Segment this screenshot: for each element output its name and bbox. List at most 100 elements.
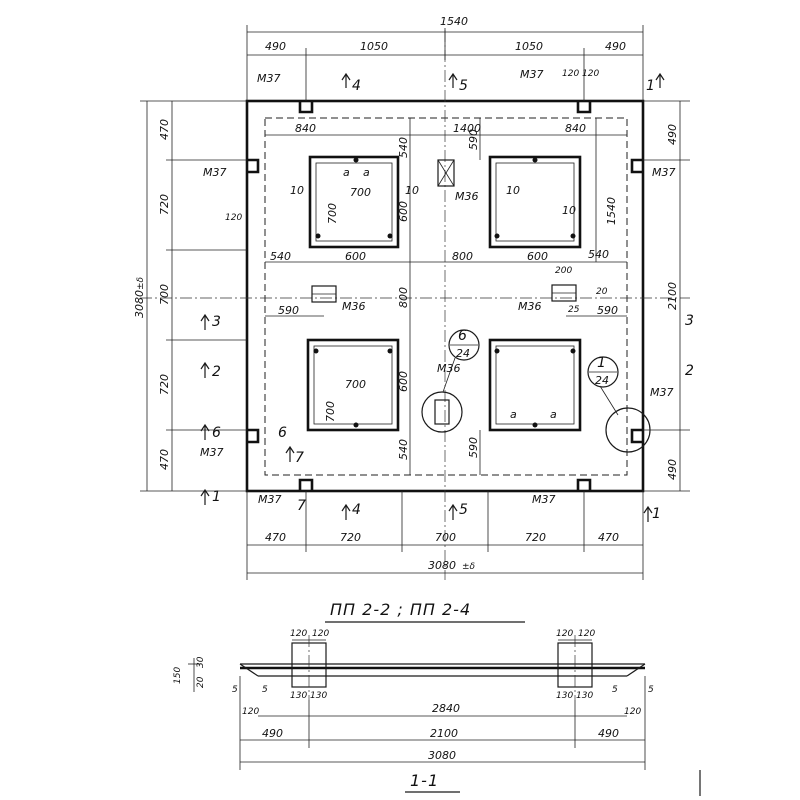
dim-top-490-left: 490 (265, 40, 286, 53)
dim-left-720-b: 720 (158, 374, 171, 395)
plan-labels: 1540 490 1050 1050 490 М37 М37 120 120 4… (200, 15, 694, 572)
dim-top-1050-left: 1050 (360, 40, 388, 53)
inner-rotated-labels: 540 590 600 700 800 600 700 540 590 (324, 129, 480, 460)
dim-1400-center: 1400 (453, 122, 481, 135)
mark-m37-bottom-left: М37 (258, 493, 282, 506)
dim-right-2100: 2100 (666, 282, 679, 310)
mark-m37-top-left: М37 (257, 72, 281, 85)
svg-text:120: 120 (556, 629, 573, 639)
edge-notches (247, 101, 643, 491)
dim-590-d: 590 (467, 437, 480, 458)
svg-text:120: 120 (312, 629, 329, 639)
callout-2-bottom: 24 (595, 374, 609, 387)
dim-left-700: 700 (158, 284, 171, 305)
section-mark-1-bottom: 1 (652, 506, 661, 522)
dim-700-tl-v: 700 (326, 203, 339, 224)
section-mark-7-top: 7 (295, 450, 304, 466)
dim-600-b: 600 (527, 250, 548, 263)
dim-bottom-470-b: 470 (598, 531, 619, 544)
dim-700-bl-v: 700 (324, 401, 337, 422)
section-title: 1-1 (410, 771, 439, 790)
svg-text:20: 20 (196, 676, 206, 688)
section-labels: 120 120 120 120 130 130 130 130 5 5 5 5 … (173, 629, 654, 762)
dim-top-total: 1540 (440, 15, 468, 28)
svg-text:120: 120 (624, 707, 641, 717)
dim-right-490-a: 490 (666, 124, 679, 145)
section-mark-1-top: 1 (646, 78, 655, 94)
mark-a-4: a (550, 408, 557, 421)
dim-540-b: 540 (588, 248, 609, 261)
mark-m36-right: М36 (518, 300, 542, 313)
embedded-part-m36-right (551, 284, 577, 302)
dim-left-total-symbol: ±δ (136, 276, 146, 290)
mark-a-3: a (510, 408, 517, 421)
dim-590-left: 590 (278, 304, 299, 317)
dim-bottom-720-b: 720 (525, 531, 546, 544)
dim-600-c: 600 (397, 201, 410, 222)
dim-700-tl-h: 700 (350, 186, 371, 199)
mark-a-2: a (363, 166, 370, 179)
dim-20: 20 (596, 287, 608, 297)
svg-text:5: 5 (612, 685, 618, 695)
dim-120-top-b: 120 (582, 69, 599, 79)
svg-text:130: 130 (310, 691, 327, 701)
svg-text:120: 120 (290, 629, 307, 639)
dim-120-top-a: 120 (562, 69, 579, 79)
svg-text:150: 150 (173, 667, 183, 684)
dim-10-tl-a: 10 (290, 184, 304, 197)
section-mark-7-bottom: 7 (297, 498, 306, 514)
dim-800-center: 800 (452, 250, 473, 263)
dim-10-tr-b: 10 (562, 204, 576, 217)
embedded-part-m36-top (437, 159, 455, 187)
mark-m36-center: М36 (455, 190, 479, 203)
dim-bottom-720-a: 720 (340, 531, 361, 544)
dim-800-v: 800 (397, 287, 410, 308)
inner-dimension-lines (265, 118, 627, 475)
svg-text:490: 490 (262, 727, 283, 740)
svg-text:5: 5 (232, 685, 238, 695)
mark-m36-left: М36 (342, 300, 366, 313)
svg-text:130: 130 (290, 691, 307, 701)
dim-top-490-right: 490 (605, 40, 626, 53)
svg-text:130: 130 (576, 691, 593, 701)
mark-m37-right-top: М37 (652, 166, 676, 179)
svg-text:490: 490 (598, 727, 619, 740)
dim-right-1540: 1540 (605, 197, 618, 225)
dim-840-left: 840 (295, 122, 316, 135)
dim-bottom-total-symbol: ±δ (462, 562, 476, 572)
callout-1-bottom: 24 (456, 347, 470, 360)
embedded-part-m36-bottom (421, 391, 463, 433)
svg-text:2100: 2100 (430, 727, 458, 740)
dim-840-right: 840 (565, 122, 586, 135)
section-mark-5-bottom: 5 (459, 502, 468, 518)
embedded-part-m36-left (311, 285, 337, 303)
dim-left-470-b: 470 (158, 449, 171, 470)
callout-6-24 (442, 329, 480, 393)
section-mark-4-top: 4 (352, 78, 361, 94)
dim-left-720-a: 720 (158, 194, 171, 215)
callout-1-top: 6 (458, 328, 467, 344)
opening-top-right (488, 155, 582, 249)
dim-right-490-b: 490 (666, 459, 679, 480)
callout-2-top: 1 (597, 355, 606, 371)
section-view (188, 621, 701, 796)
dim-bottom-700: 700 (435, 531, 456, 544)
dim-left-total: 3080 (133, 290, 146, 318)
dim-25: 25 (568, 305, 580, 315)
dim-120-left: 120 (225, 213, 242, 223)
section-mark-3-left: 3 (212, 314, 221, 330)
slab-inner-dashed-edge (264, 117, 628, 476)
dim-top-1050-right: 1050 (515, 40, 543, 53)
outer-dimension-lines (140, 25, 690, 580)
section-mark-4-bottom: 4 (352, 502, 361, 518)
mark-m37-right-bottom: М37 (650, 386, 674, 399)
opening-bottom-left (306, 338, 400, 432)
svg-text:30: 30 (196, 656, 206, 668)
dim-590-right: 590 (597, 304, 618, 317)
section-arrows (200, 72, 665, 522)
svg-text:5: 5 (262, 685, 268, 695)
dim-700-bl-h: 700 (345, 378, 366, 391)
dim-600-d: 600 (397, 371, 410, 392)
svg-text:120: 120 (578, 629, 595, 639)
